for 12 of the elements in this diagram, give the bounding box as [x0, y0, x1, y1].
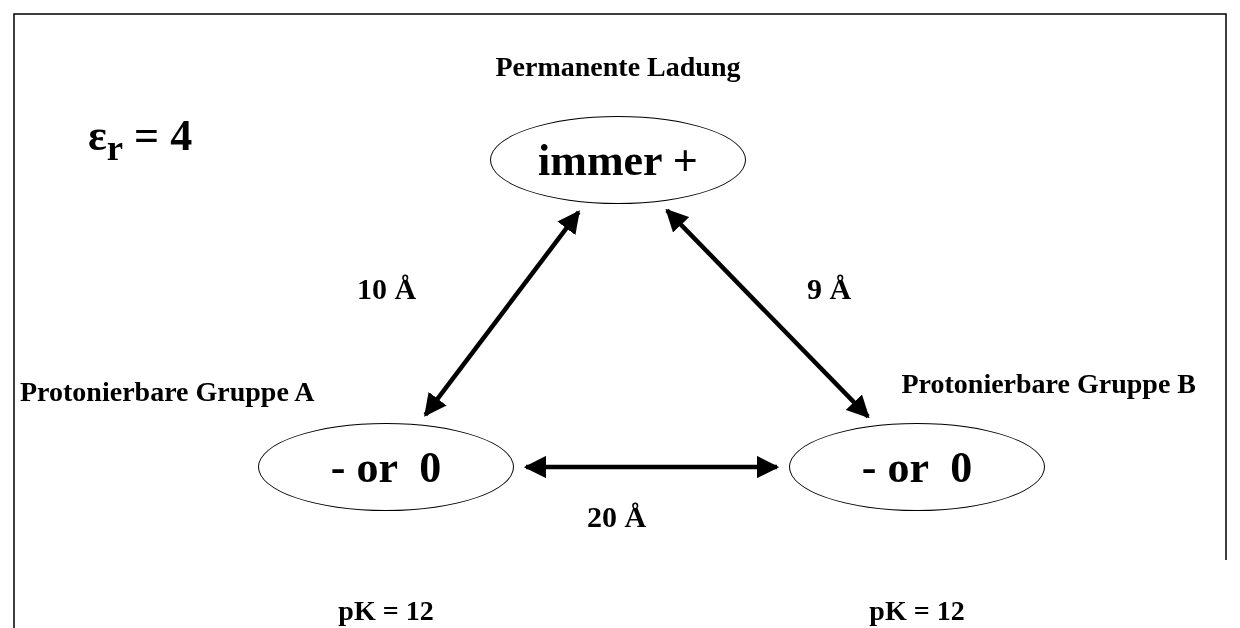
node-text: - or 0	[330, 441, 442, 493]
node-caption: Permanente Ladung	[494, 50, 742, 84]
double-arrow	[665, 208, 870, 419]
double-arrow	[523, 455, 780, 479]
double-arrow	[423, 210, 581, 417]
node-caption: pK = 12	[868, 594, 966, 628]
node-text: immer +	[538, 134, 698, 186]
node-caption: Protonierbare Gruppe B	[900, 367, 1196, 401]
node-caption: pK = 12	[337, 594, 435, 628]
dielectric-constant-label: ε$_{r}$ = 4	[88, 110, 193, 169]
node-caption: Protonierbare Gruppe A	[20, 375, 316, 409]
node-text: - or 0	[861, 441, 973, 493]
